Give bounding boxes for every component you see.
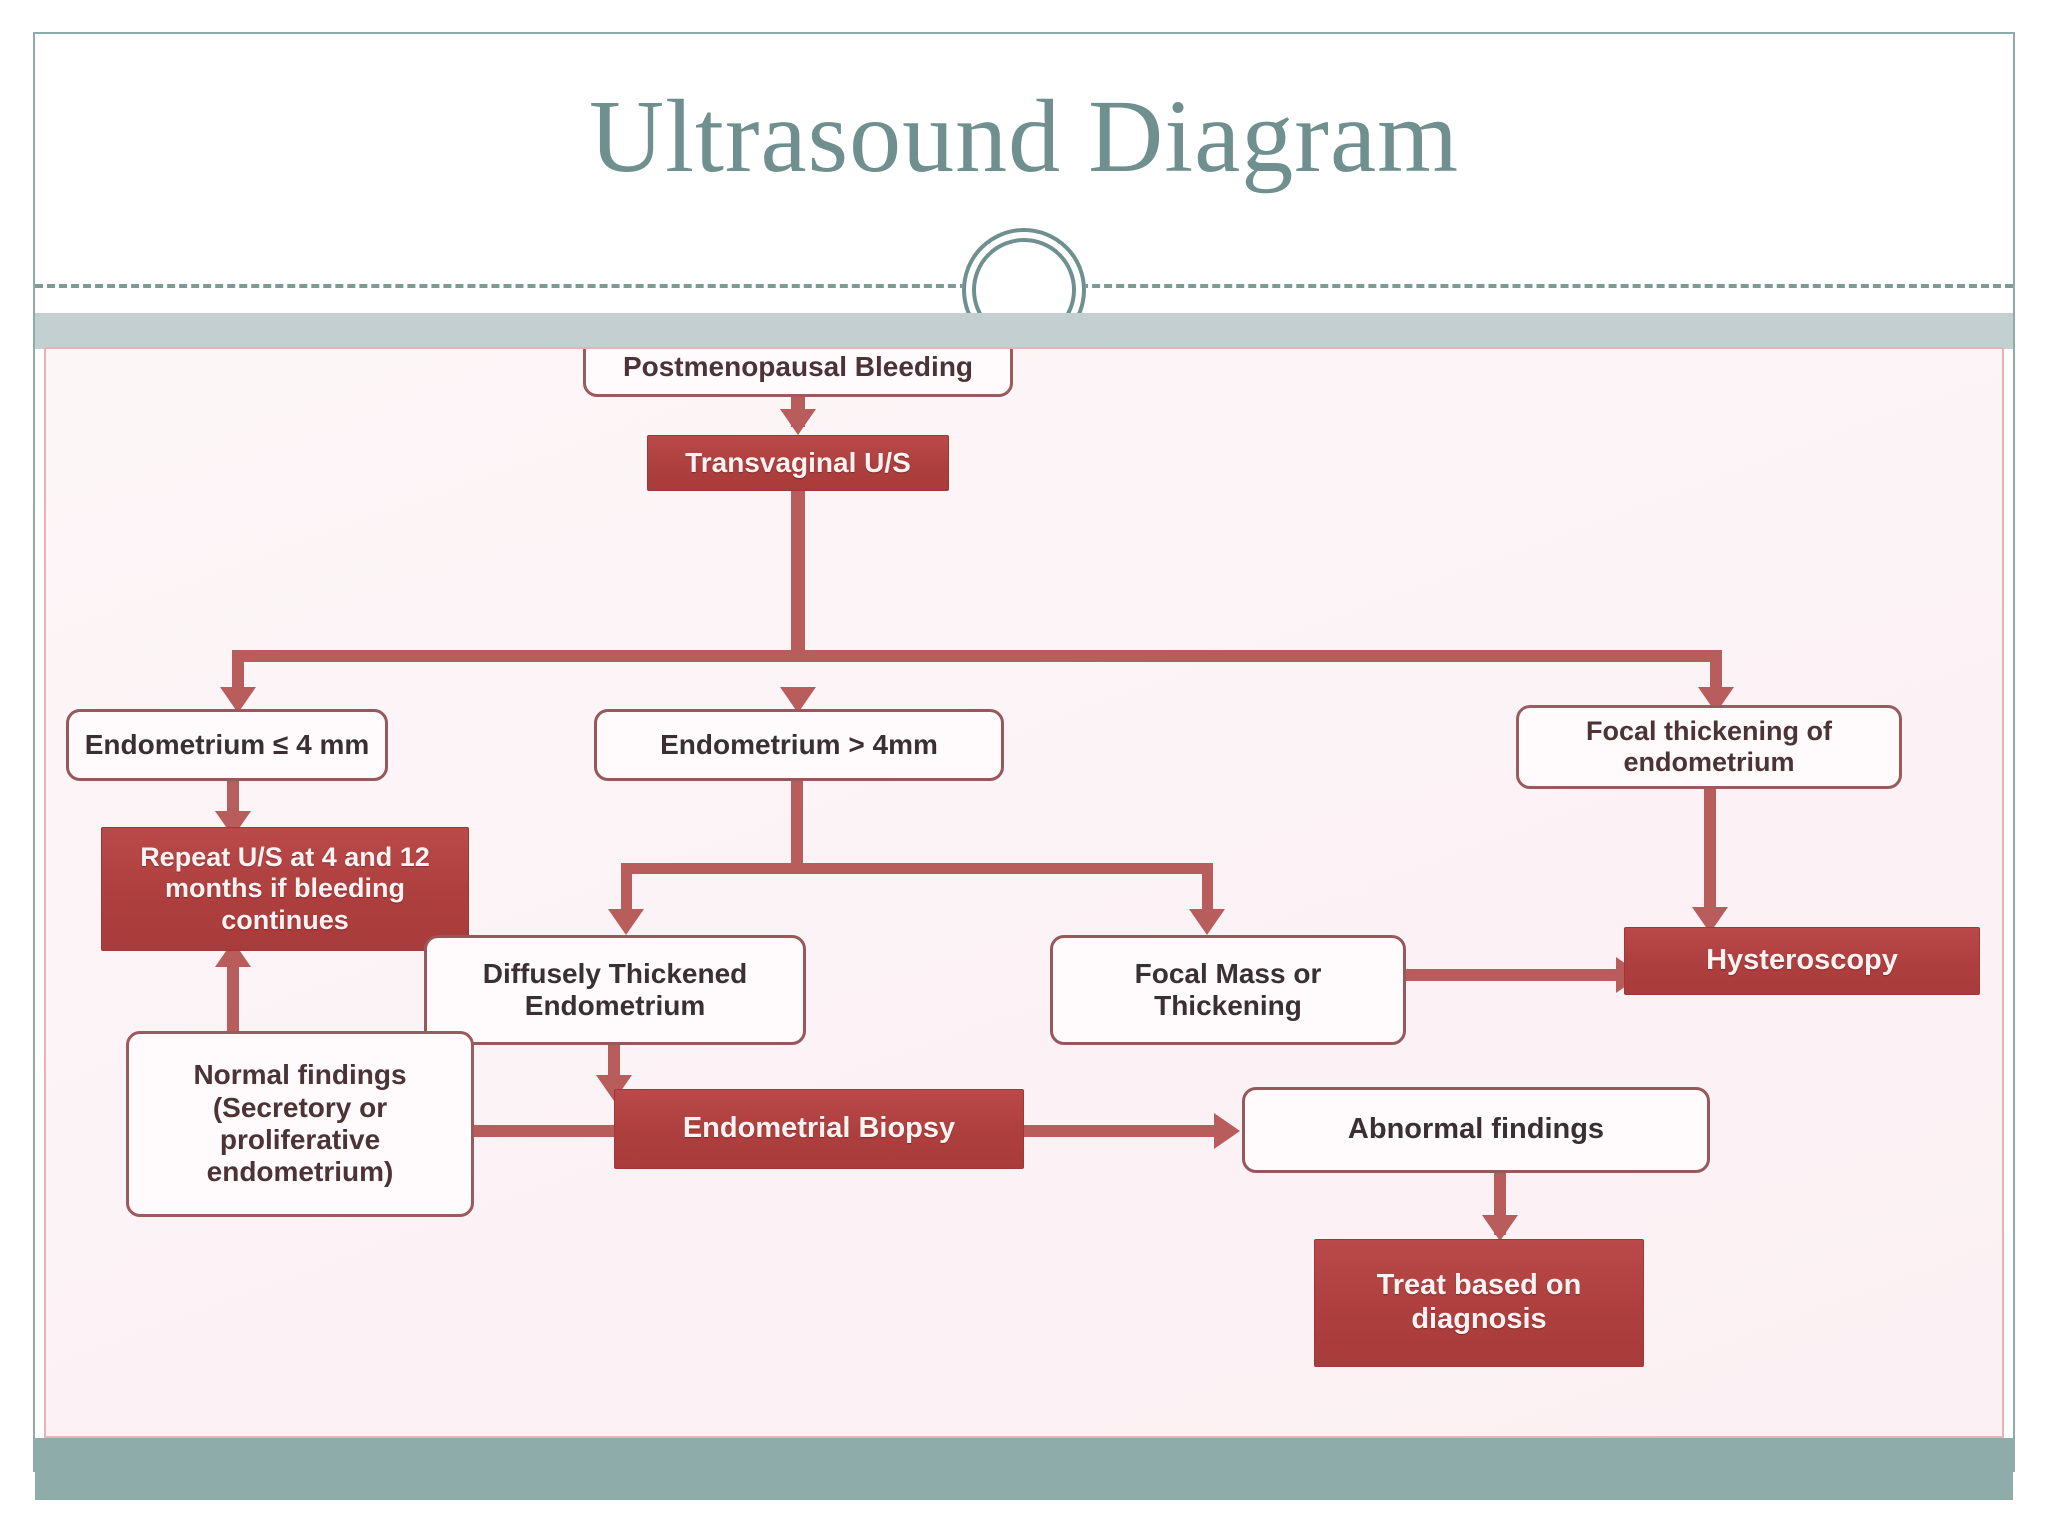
node-transvaginal-us[interactable]: Transvaginal U/S [647, 435, 949, 491]
node-abnormal-findings[interactable]: Abnormal findings [1242, 1087, 1710, 1173]
connector-branch-left-arrow [220, 687, 256, 713]
connector-normal-to-repeat-line [227, 945, 239, 1035]
node-focal-mass-or-thickening[interactable]: Focal Mass or Thickening [1050, 935, 1406, 1045]
connector-gt4-left-arrow [608, 909, 644, 935]
connector-gt4-split-right [1202, 863, 1213, 923]
header-accent-band [35, 313, 2013, 349]
connector-gt4-right-arrow [1189, 909, 1225, 935]
node-endometrium-gt-4mm[interactable]: Endometrium > 4mm [594, 709, 1004, 781]
node-repeat-us[interactable]: Repeat U/S at 4 and 12 months if bleedin… [101, 827, 469, 951]
connector-biopsy-to-normal-line [446, 1125, 616, 1137]
node-normal-findings[interactable]: Normal findings (Secretory or proliferat… [126, 1031, 474, 1217]
connector-focalthick-to-hystero-line [1704, 781, 1716, 921]
node-diffusely-thickened-endometrium[interactable]: Diffusely Thickened Endometrium [424, 935, 806, 1045]
connector-branch-mid-arrow [780, 687, 816, 713]
connector-tvus-down-line [791, 491, 805, 661]
node-endometrial-biopsy[interactable]: Endometrial Biopsy [614, 1089, 1024, 1169]
page-title: Ultrasound Diagram [588, 79, 1459, 194]
ultrasound-flowchart: Postmenopausal Bleeding Transvaginal U/S… [44, 347, 2004, 1438]
node-endometrium-le-4mm[interactable]: Endometrium ≤ 4 mm [66, 709, 388, 781]
connector-gt4-split-left [621, 863, 632, 923]
node-postmenopausal-bleeding[interactable]: Postmenopausal Bleeding [583, 349, 1013, 397]
connector-gt4-split-bar [621, 863, 1213, 874]
connector-pmb-to-tvus-arrow [780, 409, 816, 435]
node-focal-thickening-endometrium[interactable]: Focal thickening of endometrium [1516, 705, 1902, 789]
node-hysteroscopy[interactable]: Hysteroscopy [1624, 927, 1980, 995]
connector-focalmass-to-hystero-line [1376, 969, 1626, 981]
connector-biopsy-to-abnormal-arrow [1214, 1113, 1240, 1149]
node-treat-based-on-diagnosis[interactable]: Treat based on diagnosis [1314, 1239, 1644, 1367]
connector-abnormal-to-treat-arrow [1482, 1215, 1518, 1241]
footer-accent-band [35, 1438, 2013, 1500]
connector-branch-bar [232, 650, 1722, 662]
connector-gt4-down-line [791, 781, 803, 871]
